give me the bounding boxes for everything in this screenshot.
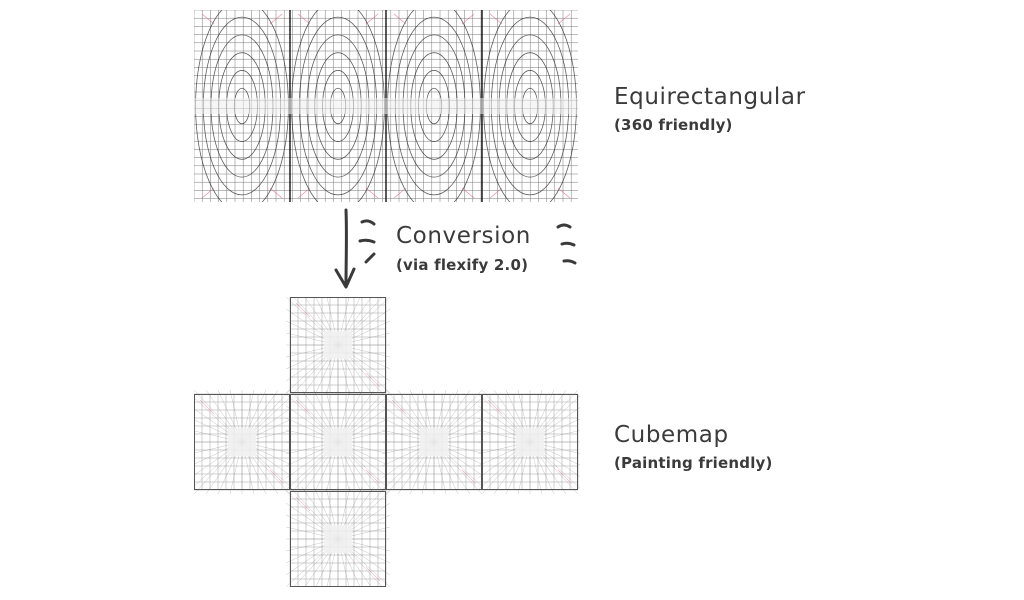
conversion-arrow-icon — [334, 208, 577, 289]
cubemap-subtitle: (Painting friendly) — [614, 454, 773, 472]
conversion-subtitle: (via flexify 2.0) — [396, 256, 529, 274]
cube-face-left — [194, 389, 295, 495]
cube-face-back — [477, 389, 580, 495]
cube-face-right — [381, 389, 487, 495]
equirectangular-subtitle: (360 friendly) — [614, 116, 733, 134]
conversion-title: Conversion — [396, 223, 531, 249]
cubemap-cross — [194, 297, 580, 587]
equirectangular-title: Equirectangular — [614, 84, 806, 110]
equirectangular-panel — [194, 10, 578, 202]
cube-face-top — [285, 297, 391, 398]
equirectangular-grid — [194, 10, 578, 202]
cube-face-bottom — [285, 486, 391, 587]
cubemap-title: Cubemap — [614, 422, 729, 448]
cube-face-front — [285, 389, 391, 495]
cubemap-panel — [194, 297, 580, 587]
